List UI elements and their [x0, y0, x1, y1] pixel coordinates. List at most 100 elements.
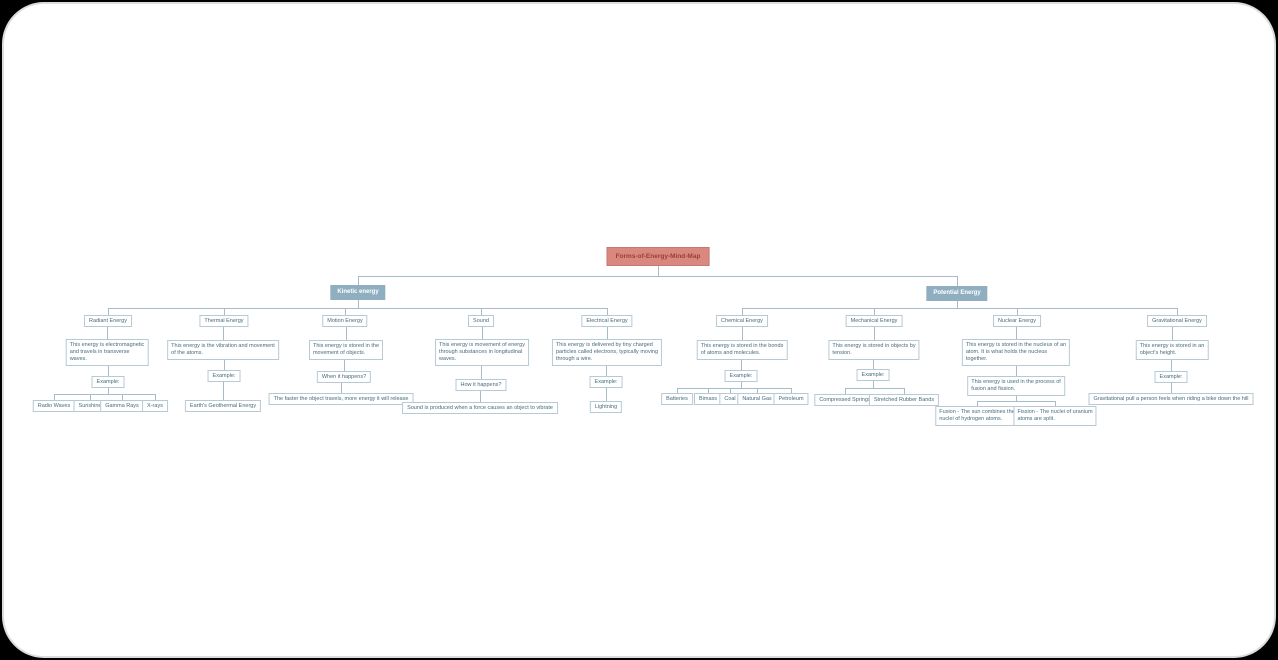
- node-mechanical-example-label[interactable]: Example:: [856, 369, 890, 381]
- node-gravitational-example-label[interactable]: Example:: [1154, 371, 1188, 383]
- node-radio-waves[interactable]: Radio Waves: [32, 400, 76, 412]
- connector-line: [122, 394, 123, 400]
- node-fusion[interactable]: Fusion - The sun combines the nuclei of …: [935, 406, 1019, 426]
- node-electrical-description[interactable]: This energy is delivered by tiny charged…: [551, 339, 663, 366]
- connector-line: [358, 276, 359, 285]
- connector-line: [108, 308, 109, 315]
- connector-line: [1177, 308, 1178, 315]
- connector-line: [345, 308, 346, 315]
- connector-line: [874, 327, 875, 340]
- node-motion-detail[interactable]: The faster the object travels, more ener…: [268, 393, 414, 405]
- node-batteries[interactable]: Batteries: [661, 393, 693, 405]
- connector-line: [757, 388, 758, 393]
- node-sunshine[interactable]: Sunshine: [73, 400, 107, 412]
- connector-line: [977, 401, 1056, 402]
- connector-line: [346, 327, 347, 340]
- node-thermal-description[interactable]: This energy is the vibration and movemen…: [167, 340, 279, 360]
- connector-line: [155, 394, 156, 400]
- connector-line: [1171, 383, 1172, 393]
- node-radiant-description[interactable]: This energy is electromagnetic and trave…: [65, 339, 149, 366]
- node-gravitational-detail[interactable]: Gravitational pull a person feels when r…: [1088, 393, 1254, 405]
- node-gravitational-energy[interactable]: Gravitational Energy: [1147, 315, 1207, 327]
- connector-line: [108, 366, 109, 376]
- node-mechanical-description[interactable]: This energy is stored in objects by tens…: [828, 340, 920, 360]
- node-sound-description[interactable]: This energy is movement of energy throug…: [435, 339, 529, 366]
- node-nuclear-process[interactable]: This energy is used in the process of fu…: [967, 376, 1065, 396]
- node-x-rays[interactable]: X-rays: [142, 400, 168, 412]
- node-mechanical-energy[interactable]: Mechanical Energy: [845, 315, 903, 327]
- node-gravitational-description[interactable]: This energy is stored in an object's hei…: [1135, 340, 1209, 360]
- node-potential-energy[interactable]: Potential Energy: [926, 286, 988, 301]
- connector-line: [677, 388, 792, 389]
- connector-line: [481, 308, 482, 315]
- connector-line: [741, 360, 742, 370]
- node-chemical-example-label[interactable]: Example:: [724, 370, 758, 382]
- node-thermal-energy[interactable]: Thermal Energy: [199, 315, 249, 327]
- connector-line: [223, 382, 224, 400]
- node-motion-description[interactable]: This energy is stored in the movement of…: [308, 340, 384, 360]
- node-sound[interactable]: Sound: [468, 315, 494, 327]
- connector-line: [108, 388, 109, 394]
- connector-line: [1172, 327, 1173, 340]
- connector-line: [1171, 360, 1172, 371]
- node-bimass[interactable]: Bimass: [693, 393, 723, 405]
- node-petroleum[interactable]: Petroleum: [773, 393, 809, 405]
- node-motion-energy[interactable]: Motion Energy: [322, 315, 368, 327]
- connector-line: [957, 276, 958, 286]
- connector-line: [107, 327, 108, 339]
- node-nuclear-description[interactable]: This energy is stored in the nucleus of …: [961, 339, 1071, 366]
- connector-line: [791, 388, 792, 393]
- node-natural-gas[interactable]: Natural Gas: [737, 393, 777, 405]
- node-radiant-energy[interactable]: Radiant Energy: [84, 315, 132, 327]
- connector-layer: [4, 4, 1274, 656]
- node-motion-when-label[interactable]: When it happens?: [316, 371, 372, 383]
- connector-line: [845, 388, 846, 394]
- connector-line: [708, 388, 709, 393]
- node-kinetic-energy[interactable]: Kinetic energy: [330, 285, 386, 300]
- connector-line: [341, 383, 342, 393]
- connector-line: [742, 327, 743, 340]
- connector-line: [730, 388, 731, 393]
- connector-line: [957, 301, 958, 308]
- node-coal[interactable]: Coal: [719, 393, 741, 405]
- node-electrical-energy[interactable]: Electrical Energy: [581, 315, 633, 327]
- node-chemical-description[interactable]: This energy is stored in the bonds of at…: [696, 340, 788, 360]
- node-root[interactable]: Forms-of-Energy-Mind-Map: [606, 247, 710, 266]
- connector-line: [1016, 396, 1017, 401]
- node-compressed-springs[interactable]: Compressed Springs: [814, 394, 876, 406]
- connector-line: [741, 382, 742, 388]
- node-stretched-rubber-bands[interactable]: Stretched Rubber Bands: [868, 394, 940, 406]
- connector-line: [874, 308, 875, 315]
- node-gamma-rays[interactable]: Gamma Rays: [100, 400, 144, 412]
- node-lightning[interactable]: Lightning: [589, 401, 623, 413]
- node-electrical-example-label[interactable]: Example:: [589, 376, 623, 388]
- connector-line: [1017, 308, 1018, 315]
- connector-line: [873, 360, 874, 369]
- node-nuclear-energy[interactable]: Nuclear Energy: [993, 315, 1041, 327]
- connector-line: [480, 391, 481, 402]
- connector-line: [224, 360, 225, 370]
- connector-line: [607, 308, 608, 315]
- connector-line: [482, 327, 483, 339]
- node-sound-detail[interactable]: Sound is produced when a force causes an…: [402, 402, 558, 414]
- connector-line: [1016, 327, 1017, 339]
- connector-line: [358, 276, 958, 277]
- connector-line: [1055, 401, 1056, 406]
- connector-line: [54, 394, 156, 395]
- connector-line: [873, 381, 874, 388]
- connector-line: [742, 308, 1178, 309]
- node-radiant-example-label[interactable]: Example:: [91, 376, 125, 388]
- connector-line: [977, 401, 978, 406]
- connector-line: [223, 327, 224, 340]
- connector-line: [358, 300, 359, 308]
- connector-line: [658, 266, 659, 276]
- node-chemical-energy[interactable]: Chemical Energy: [716, 315, 768, 327]
- node-fission[interactable]: Fission - The nuclei of uranium atoms ar…: [1013, 406, 1097, 426]
- node-earths-geothermal-energy[interactable]: Earth's Geothermal Energy: [184, 400, 262, 412]
- connector-line: [481, 366, 482, 379]
- node-sound-how-label[interactable]: How it happens?: [455, 379, 507, 391]
- node-thermal-example-label[interactable]: Example:: [207, 370, 241, 382]
- connector-line: [606, 388, 607, 401]
